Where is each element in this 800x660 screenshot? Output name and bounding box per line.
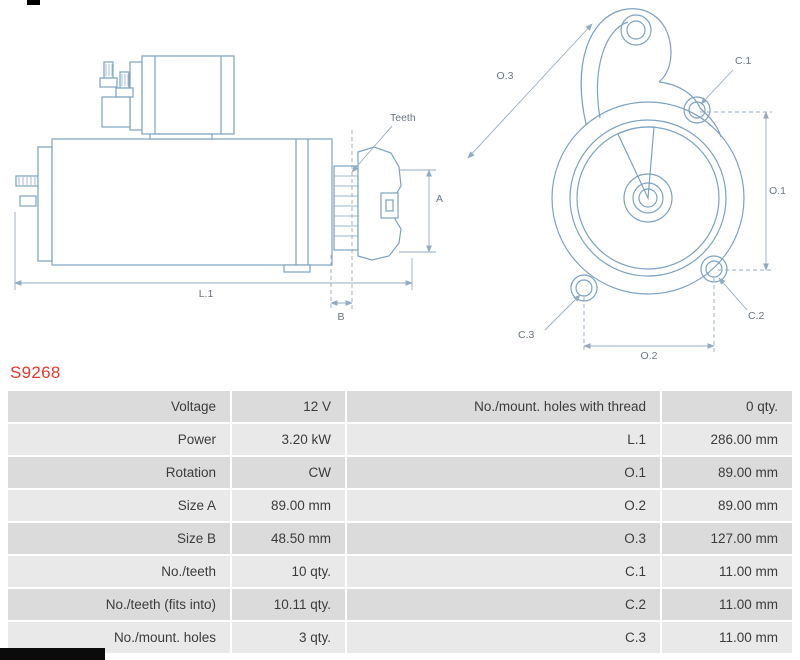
spec-value: 10 qty. [232,556,345,587]
spec-value: 127.00 mm [662,523,792,554]
spec-label: Power [8,424,230,455]
spec-label: No./teeth [8,556,230,587]
spec-label: O.2 [347,490,660,521]
front-view [551,8,745,302]
label-b: B [337,311,344,323]
label-o1: O.1 [769,185,786,197]
spec-label: C.2 [347,589,660,620]
spec-label: O.1 [347,457,660,488]
spec-value: 11.00 mm [662,589,792,620]
spec-value: 12 V [232,391,345,422]
dimension-lines-front [467,23,772,352]
spec-value: 89.00 mm [662,457,792,488]
label-teeth: Teeth [390,112,416,124]
spec-label: L.1 [347,424,660,455]
technical-drawing: Teeth L.1 B A O.3 C.1 O.1 C.2 C.3 O.2 [14,8,786,362]
label-c2: C.2 [748,310,765,322]
bottom-left-artifact [0,648,105,660]
spec-value: 89.00 mm [662,490,792,521]
spec-value: 11.00 mm [662,622,792,653]
spec-value: 10.11 qty. [232,589,345,620]
label-o3: O.3 [497,70,514,82]
spec-label: C.3 [347,622,660,653]
spec-label: Size B [8,523,230,554]
spec-value: 3 qty. [232,622,345,653]
side-view [15,55,402,273]
spec-value: 11.00 mm [662,556,792,587]
spec-label: No./mount. holes with thread [347,391,660,422]
spec-value: 89.00 mm [232,490,345,521]
spec-label: C.1 [347,556,660,587]
starter-motor-drawing: Teeth L.1 B A O.3 C.1 O.1 C.2 C.3 O.2 [14,8,786,362]
spec-value: 3.20 kW [232,424,345,455]
spec-table: Voltage 12 V No./mount. holes with threa… [8,391,792,653]
spec-value: 286.00 mm [662,424,792,455]
label-a: A [436,193,443,205]
spec-label: Voltage [8,391,230,422]
dimension-lines-side [14,125,436,310]
label-c1: C.1 [735,55,752,67]
label-o2: O.2 [641,350,658,362]
label-c3: C.3 [518,329,535,341]
top-left-artifact [27,0,40,5]
dimension-labels: Teeth L.1 B A O.3 C.1 O.1 C.2 C.3 O.2 [199,55,786,362]
spec-label: O.3 [347,523,660,554]
spec-value: CW [232,457,345,488]
spec-label: No./mount. holes [8,622,230,653]
spec-label: Size A [8,490,230,521]
product-code: S9268 [10,363,61,382]
spec-value: 0 qty. [662,391,792,422]
spec-value: 48.50 mm [232,523,345,554]
label-l1: L.1 [199,288,214,300]
spec-label: Rotation [8,457,230,488]
spec-label: No./teeth (fits into) [8,589,230,620]
